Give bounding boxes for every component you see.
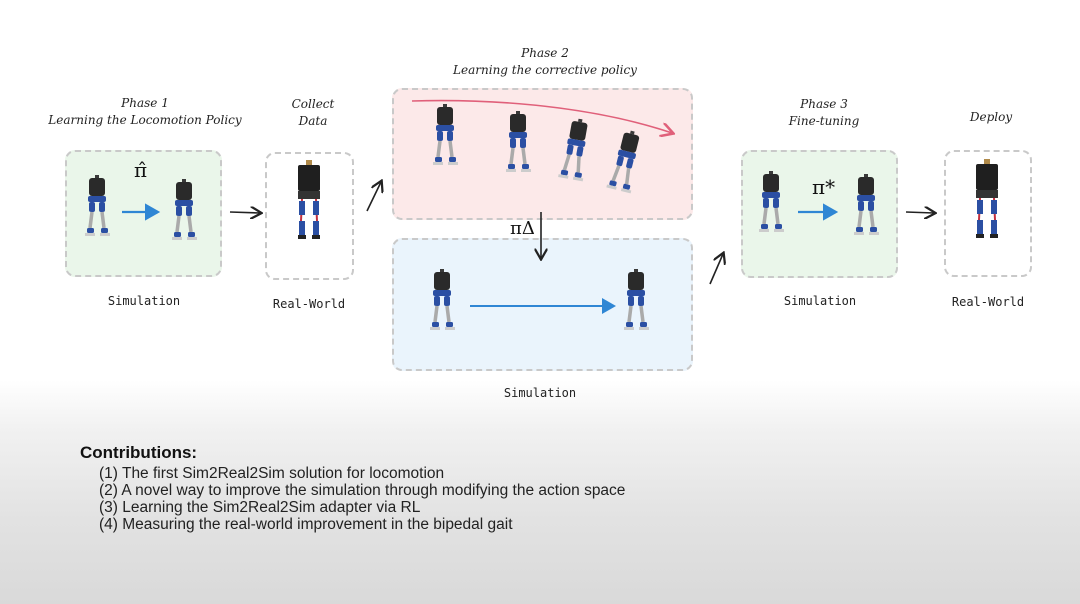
deploy-real-robot bbox=[975, 158, 999, 239]
collect-subtitle: Data bbox=[298, 114, 328, 128]
phase2-robot-start bbox=[428, 267, 457, 332]
phase3-box bbox=[741, 150, 898, 278]
phase2-robot-1 bbox=[431, 102, 460, 167]
phase1-subtitle: Learning the Locomotion Policy bbox=[48, 113, 242, 127]
contribution-item: (2) A novel way to improve the simulatio… bbox=[99, 482, 626, 499]
phase1-robot-end bbox=[170, 177, 199, 242]
phase3-caption: Simulation bbox=[783, 294, 857, 308]
contributions-list: (1) The first Sim2Real2Sim solution for … bbox=[80, 465, 625, 533]
phase3-subtitle: Fine-tuning bbox=[788, 114, 860, 128]
phase2-caption: Simulation bbox=[503, 386, 577, 400]
phase2-policy-symbol: πΔ bbox=[510, 218, 535, 239]
phase3-robot-end bbox=[852, 172, 881, 237]
arrow-phase3-to-deploy bbox=[905, 212, 934, 213]
phase2-robot-2 bbox=[504, 109, 533, 174]
deploy-caption: Real-World bbox=[951, 295, 1025, 309]
phase1-robot-start bbox=[83, 173, 112, 238]
collect-caption: Real-World bbox=[272, 297, 346, 311]
collect-real-robot bbox=[297, 159, 321, 240]
phase2-robot-end bbox=[622, 267, 651, 332]
contribution-item: (1) The first Sim2Real2Sim solution for … bbox=[99, 465, 445, 482]
phase3-title: Phase 3 bbox=[800, 97, 848, 111]
contributions-title: Contributions: bbox=[80, 443, 198, 462]
phase3-policy-symbol: π* bbox=[812, 175, 836, 199]
contribution-item: (4) Measuring the real-world improvement… bbox=[99, 516, 513, 533]
phase3-robot-start bbox=[757, 169, 786, 234]
arrow-phase1-to-collect bbox=[229, 212, 260, 213]
phase2-robot-4 bbox=[604, 126, 648, 196]
phase2-robot-3 bbox=[556, 115, 596, 184]
phase1-policy-symbol: π̂ bbox=[134, 158, 148, 182]
phase2-red-curve bbox=[411, 99, 672, 133]
arrow-collect-to-phase2 bbox=[366, 182, 381, 212]
phase2-title: Phase 2 bbox=[521, 46, 569, 60]
phase1-title: Phase 1 bbox=[121, 96, 169, 110]
deploy-title: Deploy bbox=[969, 110, 1013, 124]
phase2-subtitle: Learning the corrective policy bbox=[453, 63, 637, 77]
phase1-caption: Simulation bbox=[107, 294, 181, 308]
collect-title: Collect bbox=[291, 97, 335, 111]
contributions-section: Contributions: (1) The first Sim2Real2Si… bbox=[80, 443, 625, 533]
arrow-phase2-to-phase3 bbox=[709, 254, 723, 285]
contribution-item: (3) Learning the Sim2Real2Sim adapter vi… bbox=[99, 499, 421, 516]
